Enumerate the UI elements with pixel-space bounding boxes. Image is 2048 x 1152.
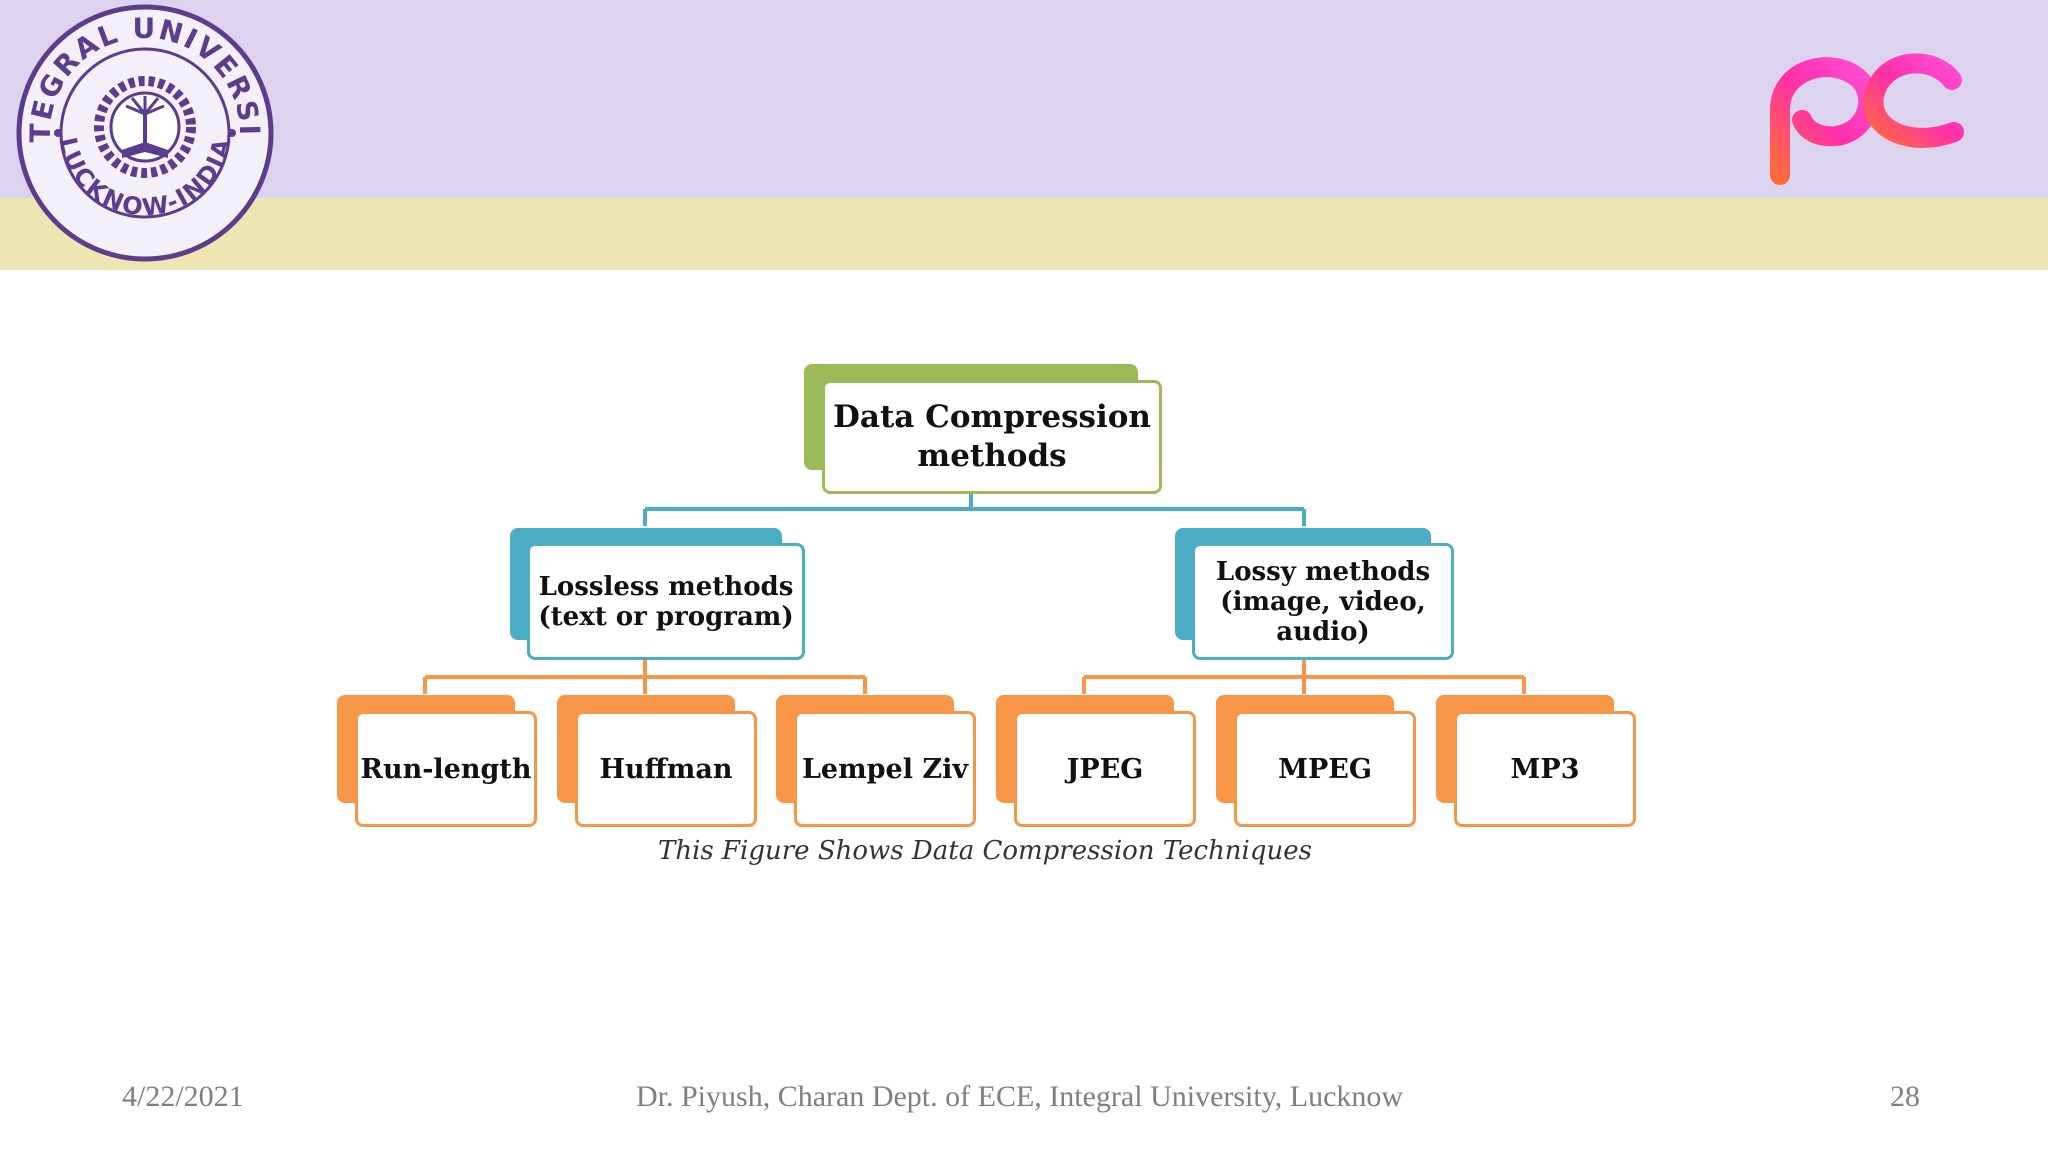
- jpeg-label: JPEG: [1066, 753, 1144, 785]
- university-logo: INTEGRAL UNIVERSITY LUCKNOW-INDIA: [14, 2, 274, 262]
- lossy-line1: Lossy methods: [1215, 556, 1431, 587]
- footer-date: 4/22/2021: [122, 1080, 244, 1113]
- run-length-label: Run-length: [360, 753, 532, 785]
- lossy-line3: audio): [1276, 616, 1370, 647]
- mp3-node: MP3: [1454, 711, 1636, 827]
- huffman-label: Huffman: [599, 753, 733, 785]
- root-node-data-compression-methods: Data Compression methods: [822, 380, 1162, 494]
- run-length-node: Run-length: [355, 711, 537, 827]
- footer-page-number: 28: [1890, 1080, 1920, 1113]
- lossless-line2: (text or program): [538, 601, 794, 632]
- header-subband: [0, 198, 2048, 270]
- pc-logo: [1770, 53, 1964, 185]
- header-band: [0, 0, 2048, 198]
- lempel-ziv-node: Lempel Ziv: [794, 711, 976, 827]
- mpeg-label: MPEG: [1278, 753, 1372, 785]
- lossless-methods-node: Lossless methods (text or program): [527, 543, 805, 660]
- figure-caption: This Figure Shows Data Compression Techn…: [658, 836, 1312, 866]
- huffman-node: Huffman: [575, 711, 757, 827]
- footer-author: Dr. Piyush, Charan Dept. of ECE, Integra…: [636, 1080, 1404, 1113]
- lempel-ziv-label: Lempel Ziv: [801, 753, 969, 785]
- root-node-line1: Data Compression: [833, 399, 1151, 435]
- mp3-label: MP3: [1510, 753, 1580, 785]
- lossless-line1: Lossless methods: [538, 571, 794, 602]
- lossy-methods-node: Lossy methods (image, video, audio): [1192, 543, 1454, 660]
- root-node-line2: methods: [917, 438, 1067, 474]
- mpeg-node: MPEG: [1234, 711, 1416, 827]
- jpeg-node: JPEG: [1014, 711, 1196, 827]
- lossy-line2: (image, video,: [1220, 586, 1426, 617]
